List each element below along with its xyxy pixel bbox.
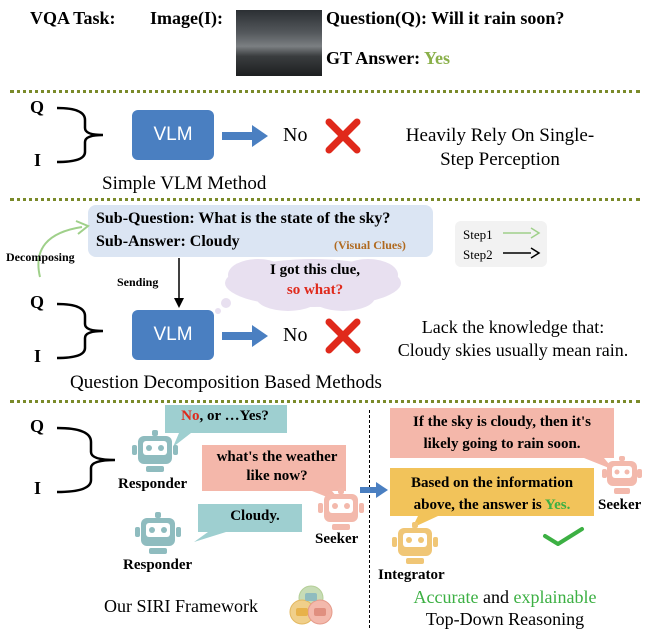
seeker-robot-icon [318,488,364,530]
i-label-2: I [34,346,42,366]
x-mark-icon-2 [325,318,361,354]
tagline-and: and [482,587,509,607]
responder-answer-text: No, or …Yes? [163,408,287,425]
integrate-text: Based on the information above, the answ… [392,472,592,516]
integrator-label: Integrator [378,567,445,583]
subq-box: Sub-Question: What is the state of the s… [88,205,433,257]
responder-answer-rest: , or …Yes? [199,408,269,424]
brace-icon-3 [56,426,116,494]
vlm-box-decomp: VLM [132,310,214,360]
knowledge-text: If the sky is cloudy, then it's likely g… [392,411,612,455]
vertical-divider [369,410,370,628]
arrow-right-icon [222,125,268,147]
q-label-2: Q [30,292,45,312]
check-mark-icon [543,527,584,546]
responder-answer-bubble [165,405,287,447]
simple-caption: Simple VLM Method [102,173,267,194]
decomp-output: No [283,324,308,346]
simple-comment: Heavily Rely On Single- Step Perception [380,124,620,172]
i-label-3: I [34,478,42,498]
sub-answer: Sub-Answer: Cloudy [96,233,240,250]
i-label: I [34,150,42,170]
integrate-answer: Yes. [544,497,571,513]
cloudy-sky-photo [236,10,322,76]
responder-reply-text: Cloudy. [230,508,280,524]
visual-clues: (Visual Clues) [334,238,406,252]
divider-3 [10,400,640,403]
tagline-accurate: Accurate [413,587,479,607]
divider-1 [10,90,640,93]
legend-black-arrow-icon [503,247,541,259]
gt-answer: GT Answer: Yes [326,48,450,69]
legend-step2: Step2 [463,247,493,262]
legend-step1: Step1 [463,227,493,242]
simple-comment-line1: Heavily Rely On Single- [405,125,595,146]
responder-robot-icon-2 [135,512,181,554]
thought-text: I got this clue, so what? [240,260,390,300]
responder-answer-no: No [181,408,200,424]
handoff-arrow-icon [360,482,388,498]
simple-comment-line2: Step Perception [440,149,560,170]
responder-label-2: Responder [123,557,193,573]
seeker-robot-icon-2 [602,456,642,494]
question-text: Question(Q): Will it rain soon? [326,8,565,28]
image-label: Image(I): [150,8,223,28]
responder-reply-bubble [194,504,302,542]
sub-question: Sub-Question: What is the state of the s… [96,210,391,227]
tagline-explainable: explainable [513,587,597,607]
decomposing-arrow-icon [37,220,90,278]
tagline-line2: Top-Down Reasoning [425,609,585,629]
integrate-bubble [390,468,594,528]
decomp-caption: Question Decomposition Based Methods [70,372,382,393]
brace-icon [56,106,104,164]
decomp-comment-line2: Cloudy skies usually mean rain. [397,340,629,360]
arrow-right-icon-2 [222,325,268,347]
brace-icon-2 [56,302,104,360]
knowledge-bubble [390,408,614,470]
integrate-line2-text: above, the answer is [413,497,542,513]
knowledge-line2: likely going to rain soon. [423,436,581,452]
integrate-line1: Based on the information [410,475,574,491]
divider-2 [10,198,640,201]
decomp-comment-line1: Lack the knowledge that: [421,317,605,337]
integrator-robot-icon [392,522,438,564]
thought-line2: so what? [286,282,344,298]
siri-caption: Our SIRI Framework [104,596,258,616]
tagline: Accurate and explainable Top-Down Reason… [400,586,610,630]
decomp-comment: Lack the knowledge that: Cloudy skies us… [382,316,644,362]
gt-value: Yes [424,48,451,68]
integrate-line2: above, the answer is Yes. [392,494,592,516]
sending-label: Sending [117,275,159,289]
q-label-3: Q [30,416,45,436]
seeker-label-2: Seeker [598,497,642,513]
venn-robots-icon [289,585,333,625]
responder-label: Responder [118,476,188,492]
responder-robot-icon [132,430,178,472]
seeker-question-text: what's the weather like now? [216,449,338,484]
sending-arrow-icon [174,258,184,308]
tagline-line1: Accurate and explainable [400,586,610,608]
gt-prefix: GT Answer: [326,48,421,68]
thought-line1: I got this clue, [270,262,360,278]
legend-green-arrow-icon [503,227,541,239]
thought-cloud-icon [215,259,401,314]
decomposing-label: Decomposing [6,250,75,264]
task-label: VQA Task: [30,8,116,28]
q-label: Q [30,97,45,117]
x-mark-icon [325,118,361,154]
seeker-question-bubble [202,445,346,503]
simple-output: No [283,124,308,146]
knowledge-line1: If the sky is cloudy, then it's [413,414,591,430]
seeker-label: Seeker [315,531,359,547]
vlm-box-simple: VLM [132,110,214,160]
